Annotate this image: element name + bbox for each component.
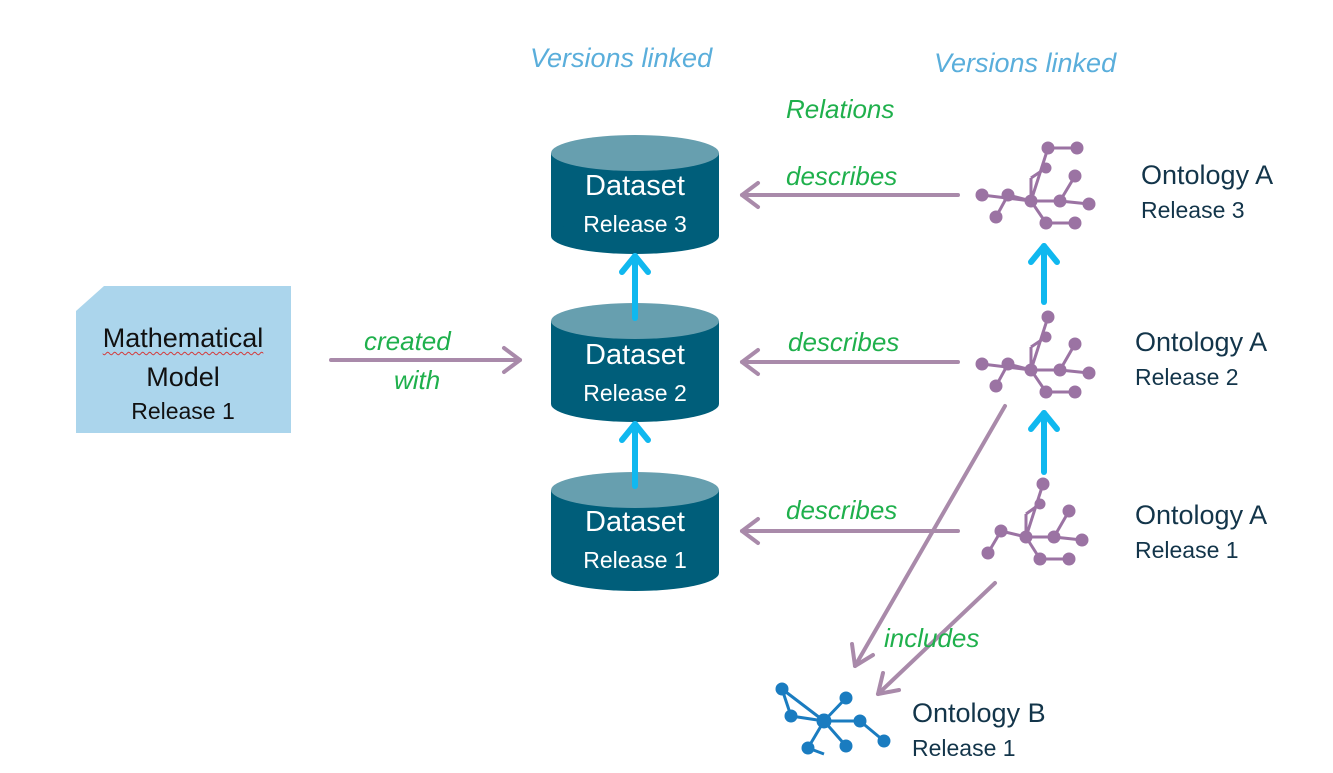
model-title-line1: Mathematical <box>76 323 290 354</box>
describes-arrow-1 <box>740 517 960 545</box>
ontology-a-2-name: Ontology A <box>1135 327 1268 357</box>
dataset-cylinder-1 <box>551 472 719 591</box>
model-title-line2: Model <box>146 362 220 392</box>
tree-graph-icon <box>975 310 1096 399</box>
ontology-a-1-name: Ontology A <box>1135 500 1268 530</box>
network-graph-icon <box>775 682 891 756</box>
dataset-2-release: Release 2 <box>583 380 687 406</box>
tree-graph-icon <box>981 477 1089 566</box>
ontology-a-2-release: Release 2 <box>1135 364 1239 390</box>
model-shape <box>76 286 291 433</box>
ontology-b-release: Release 1 <box>912 735 1016 761</box>
tree-graph-icon <box>975 141 1096 230</box>
ontology-a-3-release: Release 3 <box>1141 197 1245 223</box>
includes-label: includes <box>884 623 980 653</box>
ontology-a-3-name: Ontology A <box>1141 160 1274 190</box>
ontology-version-arrow-2-3 <box>1028 243 1060 305</box>
ontology-b-name: Ontology B <box>912 698 1046 728</box>
dataset-3-release: Release 3 <box>583 211 687 237</box>
describes-label-1: describes <box>786 495 898 525</box>
includes-arrow-a2-b <box>850 404 1007 668</box>
describes-label-2: describes <box>788 327 900 357</box>
ontology-version-arrow-1-2 <box>1028 410 1060 475</box>
describes-label-3: describes <box>786 161 898 191</box>
dataset-3-name: Dataset <box>585 170 685 202</box>
model-release: Release 1 <box>131 398 235 424</box>
dataset-1-release: Release 1 <box>583 547 687 573</box>
ontology-a-1-release: Release 1 <box>1135 537 1239 563</box>
dataset-cylinder-3 <box>551 135 719 254</box>
relations-heading: Relations <box>786 94 895 124</box>
created-with-arrow <box>329 346 522 374</box>
ontology-versions-heading: Versions linked <box>934 48 1117 78</box>
dataset-version-arrow-1-2 <box>619 421 651 489</box>
datasets-versions-heading: Versions linked <box>530 43 713 73</box>
includes-arrow-a1-b <box>876 581 997 696</box>
model-title-text: Mathematical <box>102 323 264 353</box>
dataset-2-name: Dataset <box>585 339 685 371</box>
created-with-label-line1: created <box>364 326 451 356</box>
describes-arrow-2 <box>740 348 960 376</box>
describes-arrow-3 <box>740 181 960 209</box>
created-with-label-line2: with <box>394 365 441 395</box>
dataset-version-arrow-2-3 <box>619 253 651 321</box>
dataset-1-name: Dataset <box>585 506 685 538</box>
